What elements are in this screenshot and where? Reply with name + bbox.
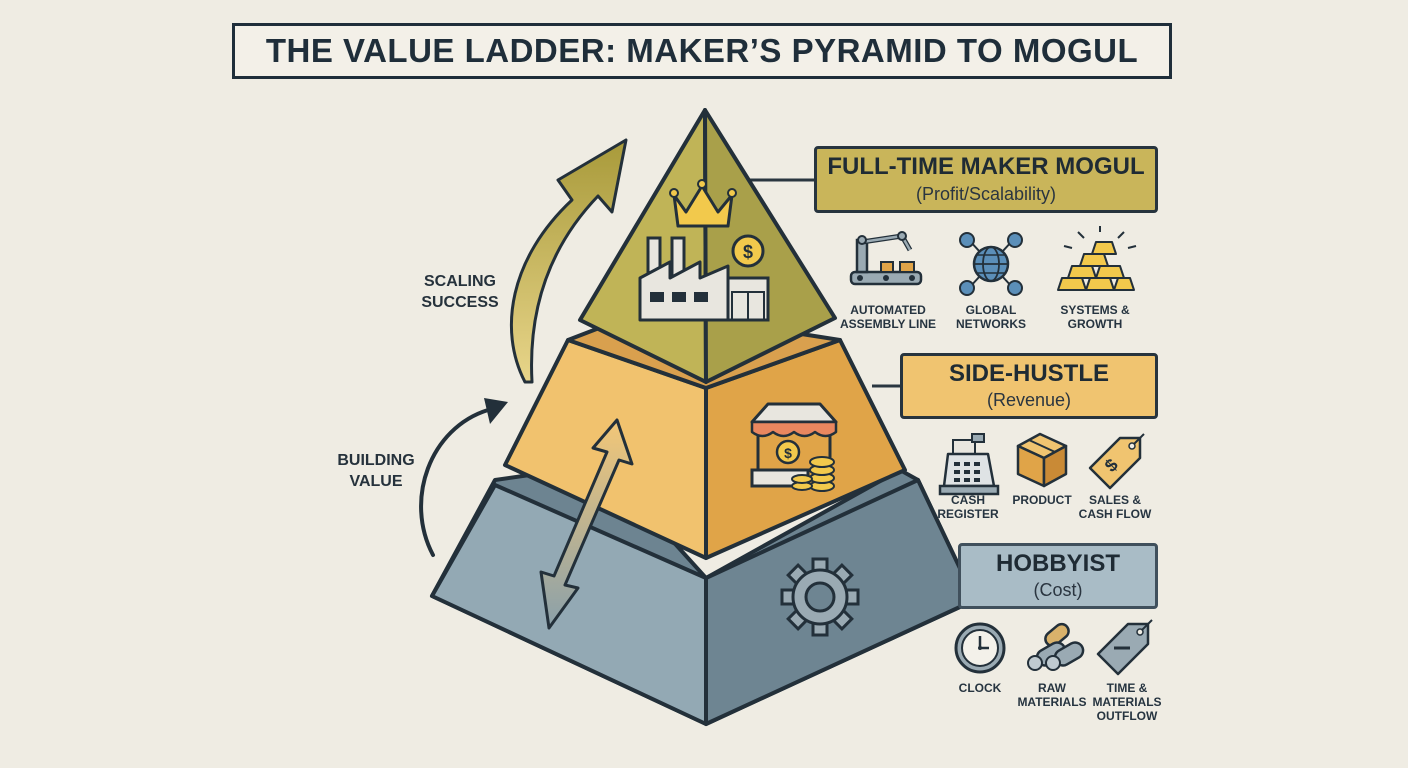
building-label-line-1: BUILDING [337,452,415,469]
global-network-icon [959,232,1023,296]
label-line: TIME & [1106,681,1148,695]
scaling-label-line-1: SCALING [424,273,496,290]
label-line: NETWORKS [956,317,1026,331]
dollar-coin-icon: $ [731,234,765,268]
icon-label-sales-cash-flow: SALES & CASH FLOW [1074,493,1156,521]
icon-label-cash-register: CASH REGISTER [928,493,1008,521]
cash-register-icon [938,433,1000,496]
label-line: RAW [1038,681,1066,695]
label-line: CLOCK [958,681,1002,695]
page-title: THE VALUE LADDER: MAKER’S PYRAMID TO MOG… [265,32,1139,69]
icon-label-automated-assembly: AUTOMATED ASSEMBLY LINE [834,303,942,331]
label-line: MATERIALS [1092,695,1162,709]
label-line: OUTFLOW [1096,709,1158,723]
tier-title-mogul: FULL-TIME MAKER MOGUL [827,153,1145,181]
scaling-success-arrow-icon [509,138,628,384]
price-tag-dollar-icon: $ [1088,433,1145,490]
coin-stack-icon [791,456,835,492]
svg-text:$: $ [743,242,753,262]
label-line: ASSEMBLY LINE [839,317,937,331]
label-line: GLOBAL [965,303,1017,317]
icon-label-time-materials-outflow: TIME & MATERIALS OUTFLOW [1084,681,1170,723]
label-line: CASH [950,493,985,507]
gold-bars-icon [1057,226,1137,291]
title-box: THE VALUE LADDER: MAKER’S PYRAMID TO MOG… [232,23,1172,79]
crown-icon [669,179,737,228]
label-line: CASH FLOW [1078,507,1152,521]
tier-box-hobbyist: HOBBYIST (Cost) [958,543,1158,609]
market-stall-icon: $ [750,402,838,492]
tier-subtitle-hobbyist: (Cost) [1033,580,1083,601]
tier-subtitle-mogul: (Profit/Scalability) [915,183,1057,204]
icon-label-systems-growth: SYSTEMS & GROWTH [1050,303,1140,331]
label-line: GROWTH [1067,317,1123,331]
product-box-icon [1016,432,1068,488]
label-line: PRODUCT [1012,493,1072,507]
tier-box-mogul: FULL-TIME MAKER MOGUL (Profit/Scalabilit… [814,146,1158,213]
tier-box-side-hustle: SIDE-HUSTLE (Revenue) [900,353,1158,419]
label-line: MATERIALS [1017,695,1087,709]
icon-label-raw-materials: RAW MATERIALS [1012,681,1092,709]
clock-icon [954,622,1006,674]
icon-label-product: PRODUCT [1004,493,1080,507]
gear-icon [780,557,860,637]
tier-title-side-hustle: SIDE-HUSTLE [948,359,1109,387]
tier-title-hobbyist: HOBBYIST [995,549,1120,577]
label-line: SALES & [1088,493,1141,507]
building-value-arrow-icon [419,398,508,557]
factory-icon [638,236,770,322]
svg-text:$: $ [784,445,792,461]
raw-materials-logs-icon [1027,622,1085,671]
label-line: REGISTER [937,507,999,521]
price-tag-minus-icon [1096,619,1153,676]
label-line: SYSTEMS & [1060,303,1130,317]
icon-label-global-networks: GLOBAL NETWORKS [946,303,1036,331]
scaling-success-label: SCALING SUCCESS [408,271,512,313]
double-arrow-icon [539,418,634,630]
robot-arm-assembly-icon [849,231,923,286]
building-value-label: BUILDING VALUE [324,450,428,492]
icon-label-clock: CLOCK [944,681,1016,695]
scaling-label-line-2: SUCCESS [421,294,499,311]
building-label-line-2: VALUE [349,473,403,490]
tier-subtitle-side-hustle: (Revenue) [986,390,1072,411]
label-line: AUTOMATED [850,303,926,317]
